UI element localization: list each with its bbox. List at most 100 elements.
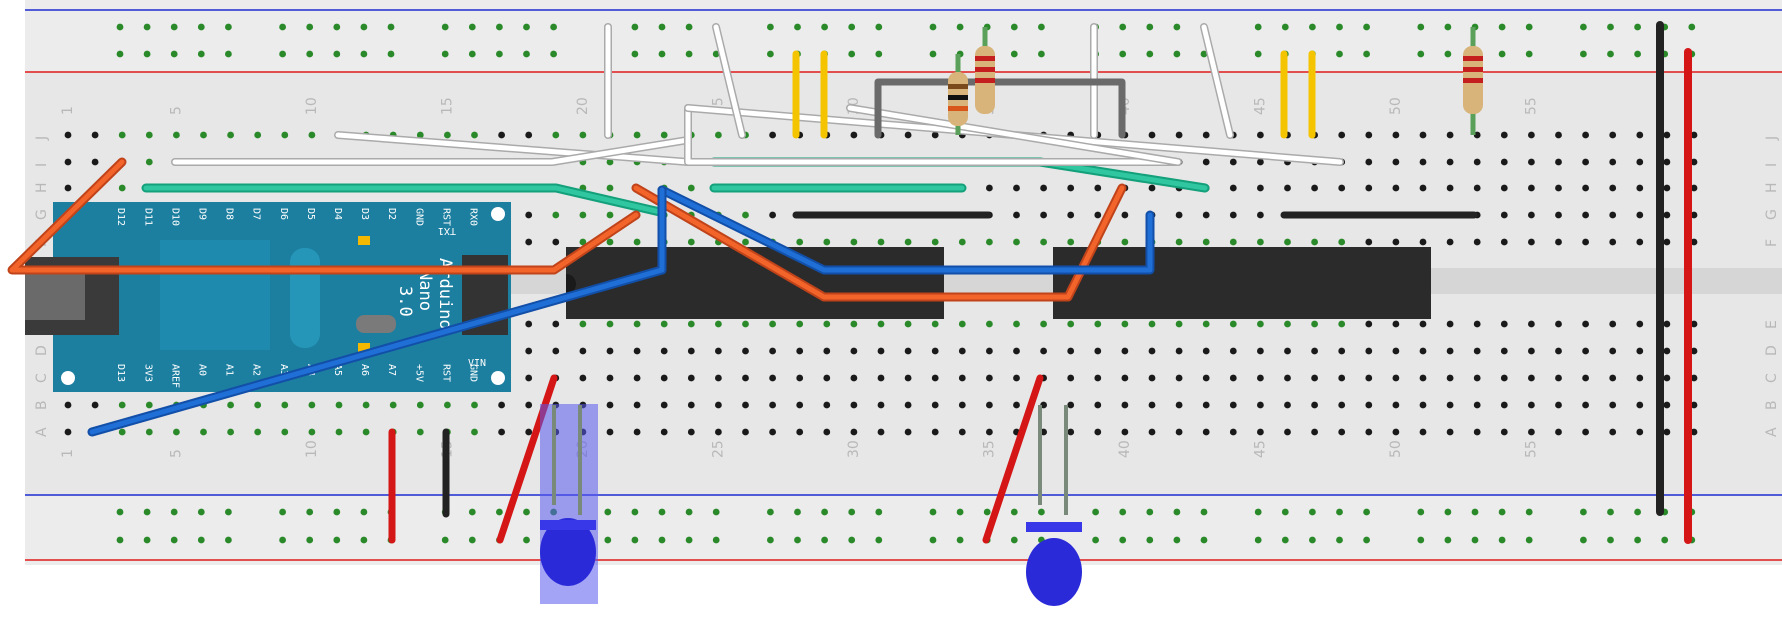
breadboard-hole [1555,131,1562,139]
breadboard-hole [1311,374,1318,382]
arduino-bottom-pin-label: AREF [169,364,180,388]
breadboard-hole [525,238,533,246]
rail-hole [1254,508,1262,516]
arduino-name-line1: Arduino [435,258,455,330]
column-number: 10 [304,440,320,458]
breadboard-hole [552,320,560,328]
breadboard-hole [1419,184,1427,192]
breadboard-hole [1067,238,1075,246]
breadboard-hole [1202,374,1210,382]
rail-hole [794,23,801,31]
column-number: 5 [168,449,184,458]
rail-hole [1580,508,1587,516]
breadboard-hole [850,320,858,328]
breadboard-hole [1528,320,1535,328]
breadboard-hole [687,428,695,436]
breadboard-hole [1284,428,1291,436]
row-label: B [1764,400,1780,410]
rail-hole [929,536,937,544]
resistor-3-band-2 [1463,67,1483,72]
breadboard-hole [1229,347,1237,355]
resistor-1-band-1 [975,56,995,61]
breadboard-hole [796,238,804,246]
breadboard-hole [1202,131,1210,139]
breadboard-hole [1636,374,1644,382]
breadboard-hole [1419,320,1427,328]
breadboard-hole [1229,238,1237,246]
rail-hole [225,508,232,516]
rail-hole [1173,508,1181,516]
rail-hole [1281,508,1289,516]
arduino-name-line2: Nano [415,270,435,311]
rail-hole [360,536,368,544]
breadboard-hole [1446,428,1454,436]
rail-hole [712,508,720,516]
breadboard-hole [64,428,72,436]
breadboard-hole [579,347,587,355]
breadboard-hole [715,401,722,409]
arduino-bottom-pin-label: RST [440,364,451,382]
breadboard-hole [1473,158,1481,166]
rail-hole [333,23,341,31]
breadboard-hole [877,347,885,355]
rail-hole [306,23,314,31]
arduino-bottom-pin-label: A7 [386,364,397,376]
breadboard-hole [606,158,614,166]
rail-hole [1607,536,1614,544]
breadboard-hole [1473,320,1481,328]
rail-hole [1254,536,1262,544]
led-2-base [1026,522,1082,532]
rail-hole [604,536,612,544]
breadboard-hole [1528,158,1535,166]
breadboard-hole [1582,347,1589,355]
rail-hole [1336,50,1343,58]
rail-hole [1471,508,1479,516]
breadboard-hole [1175,211,1183,219]
arduino-top-pin-label: D10 [169,208,180,226]
breadboard-hole [362,428,370,436]
breadboard-hole [1365,238,1373,246]
arduino-bottom-pin-label: A0 [197,364,208,376]
breadboard-hole [742,374,749,382]
breadboard-hole [1338,401,1346,409]
rail-hole [929,23,937,31]
rail-hole [1119,536,1127,544]
breadboard-hole [525,401,533,409]
breadboard-hole [633,374,641,382]
rail-hole [1580,23,1587,31]
rail-hole [225,50,232,58]
rail-hole [279,23,286,31]
breadboard-hole [1528,184,1535,192]
breadboard-hole [1663,158,1671,166]
breadboard-hole [877,428,885,436]
breadboard-hole [1094,320,1102,328]
rail-hole [1010,50,1018,58]
breadboard-hole [606,184,614,192]
breadboard-hole [796,347,804,355]
rail-hole [387,23,395,31]
breadboard-hole [1148,131,1156,139]
breadboard-hole [525,320,533,328]
breadboard-hole [1609,184,1617,192]
rail-hole [1309,536,1316,544]
rail-hole [1580,536,1587,544]
breadboard-hole [552,131,560,139]
breadboard-hole [1392,238,1400,246]
breadboard-hole [1419,401,1427,409]
rail-hole [116,536,124,544]
breadboard-hole [931,374,939,382]
breadboard-hole [1555,401,1562,409]
arduino-top-pin-label: D9 [197,208,208,220]
breadboard-hole [1148,184,1156,192]
breadboard-hole [471,401,478,409]
breadboard-hole [1663,184,1671,192]
arduino-bottom-pin-label: D13 [115,364,126,382]
breadboard-hole [1257,238,1264,246]
column-number: 1 [60,106,76,115]
breadboard-hole [931,131,939,139]
rail-hole [1146,23,1154,31]
rail-hole [523,508,530,516]
breadboard-hole [1663,320,1671,328]
breadboard-hole [1636,347,1644,355]
rail-hole [387,50,395,58]
